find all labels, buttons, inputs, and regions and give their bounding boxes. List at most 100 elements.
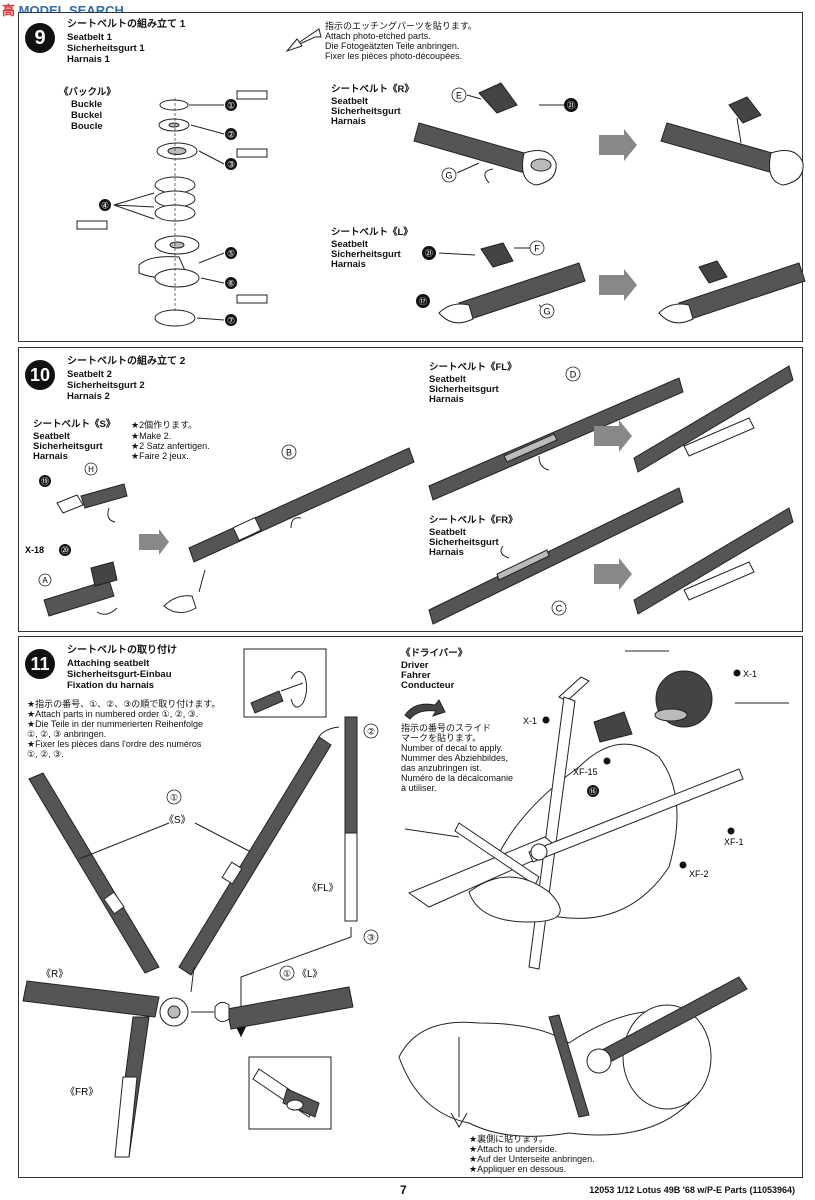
belt-fr-label-jp: シートベルト《FR》: [429, 515, 518, 526]
step-11-title-de: Sicherheitsgurt-Einbau: [67, 669, 172, 680]
belt-s-label-de: Sicherheitsgurt: [33, 441, 103, 452]
label-order-2: ②: [367, 727, 375, 737]
driver-label-de: Fahrer: [401, 670, 431, 681]
decal-arrow-icon: [404, 699, 446, 720]
label-x18: X-18: [25, 545, 44, 555]
belt-s-label-en: Seatbelt: [33, 431, 70, 442]
step-arrow-icon-5: [594, 558, 632, 590]
label-f: F: [534, 244, 540, 254]
step-10-title-en: Seatbelt 2: [67, 369, 112, 380]
step-11-title-fr: Fixation du harnais: [67, 680, 155, 691]
buckle-label-en: Buckle: [71, 99, 103, 110]
decal-note-fr2: à utiliser.: [401, 783, 437, 793]
decal-note-fr1: Numéro de la décalcomanie: [401, 773, 514, 783]
belt-r-diagram: [413, 82, 804, 186]
inset-detail-bottom: [248, 1056, 332, 1130]
part-num-6: ⑥: [227, 279, 235, 289]
label-20: ⑳: [61, 546, 69, 555]
driver-label-en: Driver: [401, 660, 429, 671]
pe-note-en: Attach photo-etched parts.: [325, 31, 431, 41]
step-number-9: 9: [25, 23, 55, 53]
step-9-title-de: Sicherheitsgurt 1: [67, 43, 145, 54]
belt-fr-label-de: Sicherheitsgurt: [429, 537, 499, 548]
order-note-fr1: ★Fixer les pièces dans l'ordre des numér…: [27, 739, 202, 749]
step-11-diagram: ① 《S》 ② 《FL》 ③ 《R》 ① 《L》 《FR》: [22, 648, 789, 1158]
make-2-de: ★2 Satz anfertigen.: [131, 441, 210, 451]
belt-r-label-de: Sicherheitsgurt: [331, 106, 401, 117]
buckle-label-fr: Boucle: [71, 121, 103, 132]
driver-label-jp: 《ドライバー》: [401, 648, 468, 659]
belt-l-diagram: [438, 242, 806, 324]
buckle-label-de: Buckel: [71, 110, 103, 121]
belt-r-label-jp: シートベルト《R》: [331, 84, 414, 95]
step-10-title-fr: Harnais 2: [67, 391, 110, 402]
part-num-2: ②: [227, 130, 235, 140]
belt-b-diagram: [163, 447, 415, 613]
underside-note-jp: ★裏側に貼ります。: [469, 1134, 549, 1144]
step-10-title-de: Sicherheitsgurt 2: [67, 380, 145, 391]
step-10-panel: 10 シートベルトの組み立て 2 Seatbelt 2 Sicherheitsg…: [18, 347, 803, 632]
belt-fl-label-fr: Harnais: [429, 394, 464, 405]
pe-note-de: Die Fotogeätzten Teile anbringen.: [325, 41, 460, 51]
label-order-3: ③: [367, 933, 375, 943]
step-arrow-icon-2: [599, 269, 637, 301]
decal-note-jp2: マークを貼ります。: [401, 733, 482, 743]
make-2-jp: ★2個作ります。: [131, 420, 198, 430]
order-note-de2: ①, ②, ③ anbringen.: [27, 729, 107, 739]
part-numbers: [99, 99, 237, 326]
label-21-l: ㉑: [425, 249, 433, 258]
order-note-fr2: ①, ②, ③.: [27, 749, 64, 759]
label-b: B: [286, 448, 292, 458]
make-2-en: ★Make 2.: [131, 431, 172, 441]
driver-figure-top: [404, 650, 789, 970]
part-num-7: ⑦: [227, 316, 235, 326]
label-19: ⑲: [41, 477, 49, 486]
inset-detail-top: [243, 648, 327, 718]
label-16: ⑯: [589, 787, 597, 796]
pe-note-jp: 指示のエッチングパーツを貼ります。: [325, 21, 477, 31]
step-9-title-jp: シートベルトの組み立て 1: [67, 19, 186, 30]
belt-l-label-en: Seatbelt: [331, 239, 368, 250]
belt-r-label-fr: Harnais: [331, 116, 366, 127]
step-11-title-jp: シートベルトの取り付け: [67, 645, 177, 656]
step-11-panel: 11 シートベルトの取り付け Attaching seatbelt Sicher…: [18, 636, 803, 1178]
label-a: A: [42, 576, 48, 585]
part-num-3: ③: [227, 160, 235, 170]
driver-figure-bottom: [398, 976, 748, 1137]
underside-note-de: ★Auf der Unterseite anbringen.: [469, 1154, 595, 1164]
step-number-11: 11: [25, 649, 55, 679]
step-9-title-fr: Harnais 1: [67, 54, 110, 65]
step-10-title-jp: シートベルトの組み立て 2: [67, 356, 186, 367]
belt-fl-label-en: Seatbelt: [429, 374, 466, 385]
label-x1-visor: X-1: [523, 716, 537, 726]
belt-fr-label-fr: Harnais: [429, 547, 464, 558]
belt-l-label-jp: シートベルト《L》: [331, 227, 413, 238]
part-num-1: ①: [227, 101, 235, 111]
photo-etch-arrow-icon: [285, 28, 322, 53]
label-xf15: XF-15: [573, 767, 598, 777]
part-num-4: ④: [101, 201, 109, 211]
buckle-label-jp: 《バックル》: [59, 87, 116, 98]
underside-note-en: ★Attach to underside.: [469, 1144, 558, 1154]
buckle-stack: [138, 98, 200, 327]
belt-fr-diagram: [428, 487, 794, 625]
label-s: 《S》: [164, 814, 191, 826]
belt-fr-label-en: Seatbelt: [429, 527, 466, 538]
belt-s-subassembly: [43, 483, 169, 617]
label-17: ⑰: [419, 297, 427, 306]
underside-note-fr: ★Appliquer en dessous.: [469, 1164, 567, 1174]
pe-note-fr: Fixer les pièces photo-découpées.: [325, 51, 463, 61]
label-l: 《L》: [297, 968, 323, 980]
belt-r-label-en: Seatbelt: [331, 96, 368, 107]
label-g-r: G: [445, 171, 452, 181]
sprue-tag-icons: [76, 90, 268, 304]
label-xf2: XF-2: [689, 869, 709, 879]
belt-l-label-fr: Harnais: [331, 259, 366, 270]
label-c: C: [556, 604, 563, 614]
label-x1-top: X-1: [743, 669, 757, 679]
belt-fl-label-de: Sicherheitsgurt: [429, 384, 499, 395]
decal-note-de2: das anzubringen ist.: [401, 763, 482, 773]
part-arrows: [113, 104, 225, 321]
belt-l-label-de: Sicherheitsgurt: [331, 249, 401, 260]
order-note-en: ★Attach parts in numbered order ①, ②, ③.: [27, 709, 199, 719]
